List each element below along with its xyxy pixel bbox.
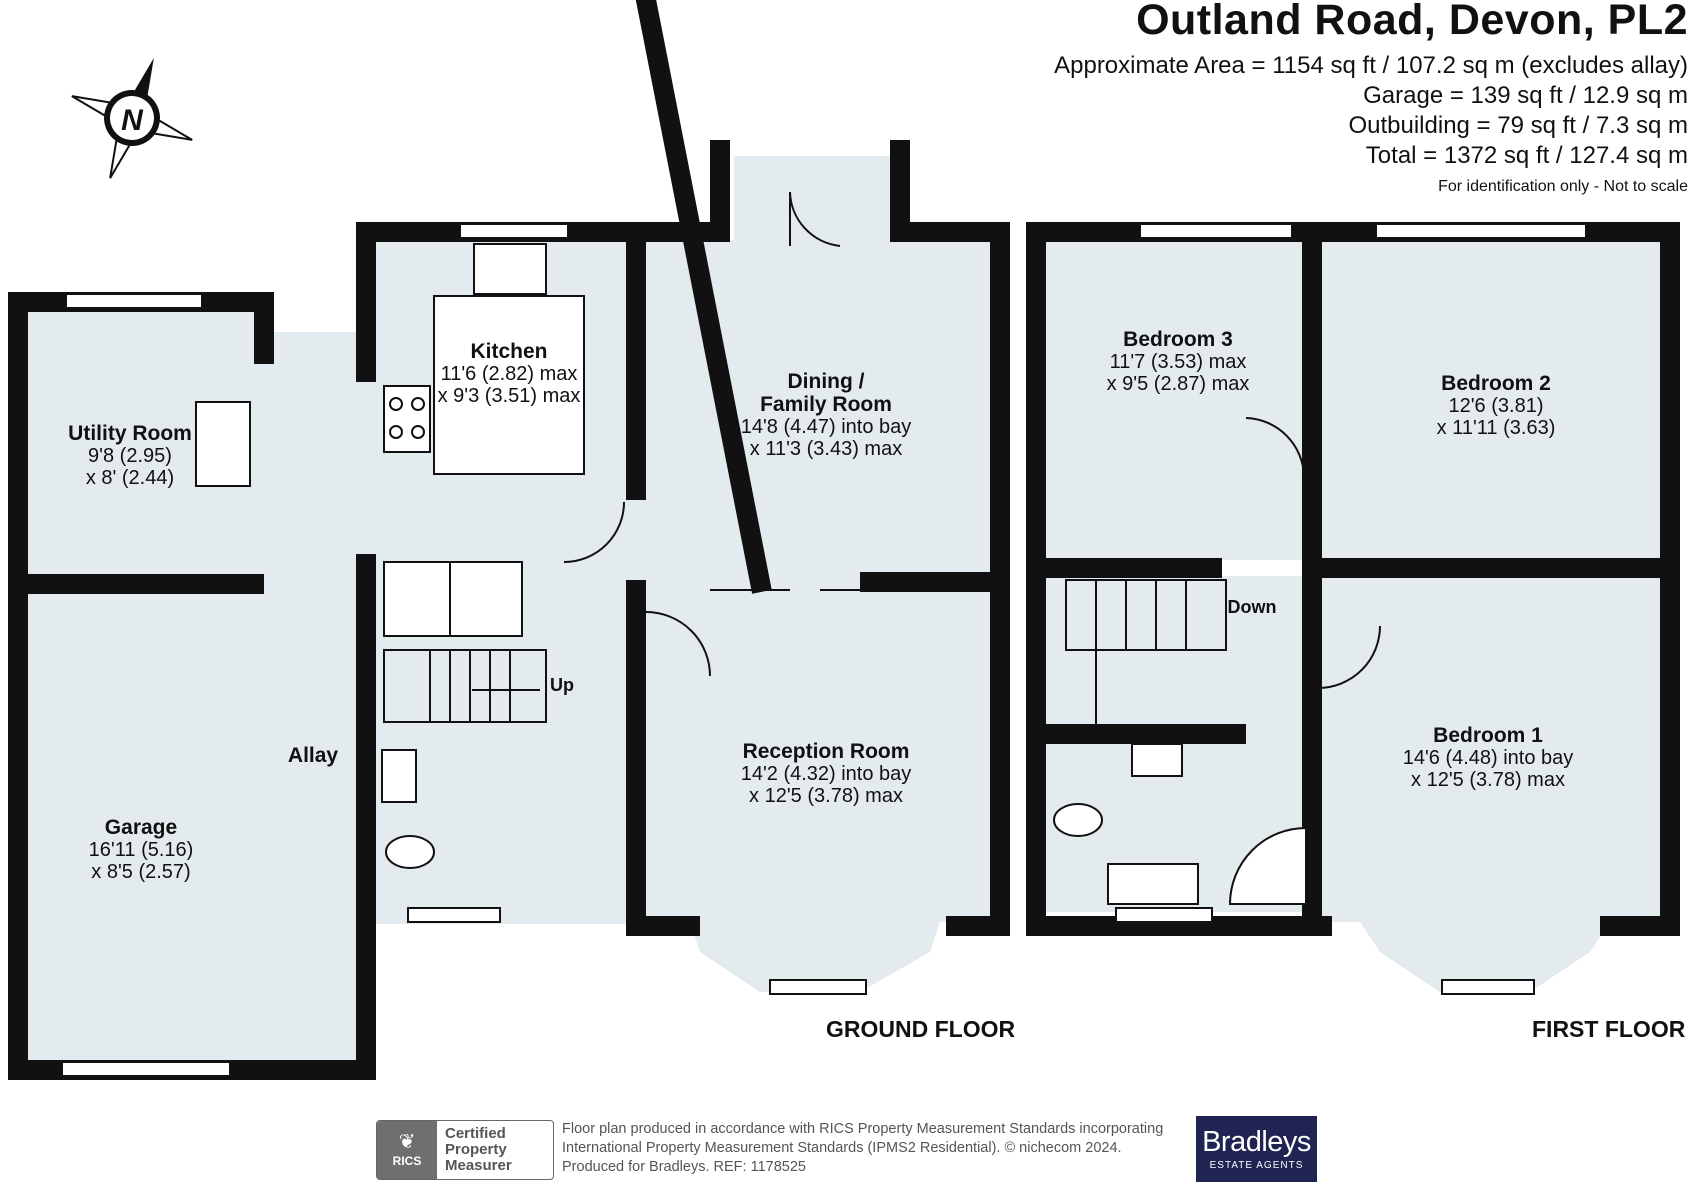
scale-note: For identification only - Not to scale bbox=[1438, 178, 1688, 195]
bedroom-2-fill bbox=[1312, 240, 1660, 560]
page-title: Outland Road, Devon, PL2 bbox=[1136, 0, 1688, 44]
bedroom-2-label: Bedroom 2 12'6 (3.81) x 11'11 (3.63) bbox=[1436, 372, 1556, 440]
stairs-up-label: Up bbox=[550, 675, 574, 695]
area-line-main: Approximate Area = 1154 sq ft / 107.2 sq… bbox=[1054, 52, 1688, 79]
ground-floor-label: GROUND FLOOR bbox=[826, 1016, 1016, 1042]
room-fills bbox=[28, 156, 1660, 1060]
bradleys-logo: Bradleys ESTATE AGENTS bbox=[1196, 1116, 1317, 1182]
area-line-outbuilding: Outbuilding = 79 sq ft / 7.3 sq m bbox=[1348, 112, 1688, 139]
bedroom-1-fill bbox=[1312, 576, 1660, 992]
bedroom-3-label: Bedroom 3 11'7 (3.53) max x 9'5 (2.87) m… bbox=[1106, 328, 1250, 396]
allay-label: Allay bbox=[287, 744, 339, 767]
utility-room-label: Utility Room 9'8 (2.95) x 8' (2.44) bbox=[68, 422, 192, 490]
stairs-down-label: Down bbox=[1227, 597, 1277, 617]
garage-fill bbox=[28, 594, 254, 1060]
compass-letter: N bbox=[121, 104, 144, 137]
reception-room-fill bbox=[646, 582, 992, 992]
area-line-garage: Garage = 139 sq ft / 12.9 sq m bbox=[1363, 82, 1688, 109]
area-line-total: Total = 1372 sq ft / 127.4 sq m bbox=[1365, 142, 1688, 169]
rics-badge-text: Certified Property Measurer bbox=[445, 1125, 512, 1174]
first-floor-label: FIRST FLOOR bbox=[1532, 1016, 1686, 1042]
fixtures bbox=[195, 191, 1381, 905]
windows bbox=[61, 223, 1587, 1077]
allay-fill bbox=[254, 332, 376, 1060]
bedroom-1-label: Bedroom 1 14'6 (4.48) into bay x 12'5 (3… bbox=[1402, 724, 1574, 792]
rics-badge: ❦ RICS Certified Property Measurer bbox=[376, 1120, 554, 1180]
compass-icon bbox=[71, 57, 193, 179]
footer-disclaimer: Floor plan produced in accordance with R… bbox=[562, 1121, 1164, 1175]
bedroom-3-fill bbox=[1046, 240, 1312, 560]
rics-emblem-icon: ❦ bbox=[398, 1131, 416, 1153]
dining-room-label: Dining / Family Room 14'8 (4.47) into ba… bbox=[740, 370, 912, 461]
walls bbox=[8, 0, 1680, 1080]
dining-bay-fill bbox=[734, 156, 890, 246]
kitchen-label: Kitchen 11'6 (2.82) max x 9'3 (3.51) max bbox=[437, 340, 581, 408]
reception-room-label: Reception Room 14'2 (4.32) into bay x 12… bbox=[740, 740, 912, 808]
garage-label: Garage 16'11 (5.16) x 8'5 (2.57) bbox=[88, 816, 194, 884]
rics-logo: ❦ RICS bbox=[377, 1121, 437, 1179]
